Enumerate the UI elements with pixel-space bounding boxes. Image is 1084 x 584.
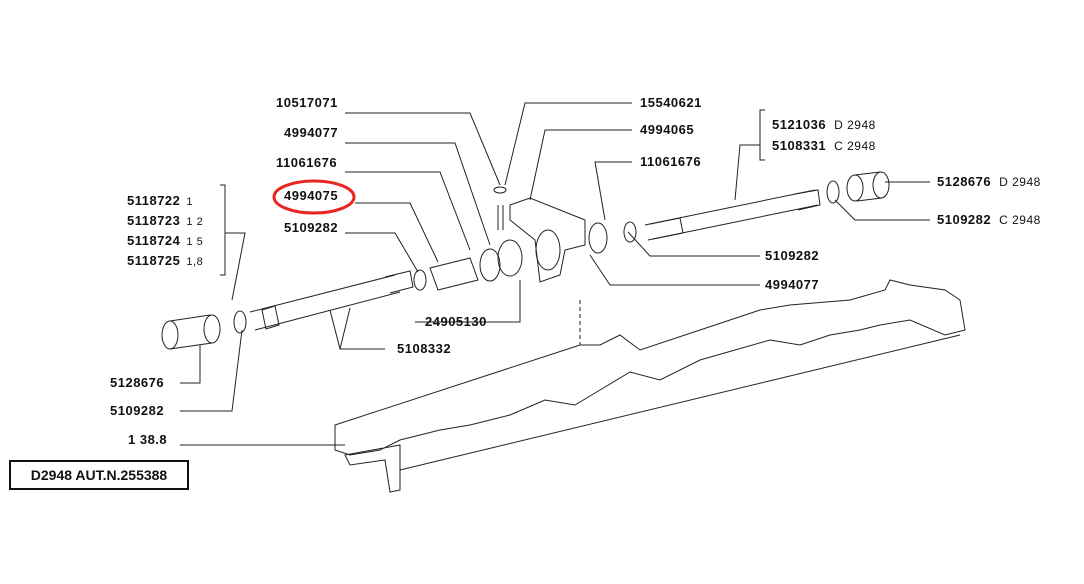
leader-line — [345, 142, 491, 246]
frame-rail-edge — [399, 334, 961, 471]
part-code: 5118723 — [127, 213, 181, 228]
part-label: 5109282 — [765, 248, 820, 263]
leader-line — [834, 199, 930, 221]
shaft-option: 5118724 1 5 — [127, 234, 203, 249]
part-code: 5109282 — [937, 212, 992, 227]
part-label: 10517071 — [276, 95, 338, 110]
part-note: 1 — [186, 196, 194, 208]
bushing — [872, 171, 890, 199]
bolt — [497, 205, 504, 230]
shaft — [249, 274, 401, 331]
part-label: 5128676 — [110, 375, 165, 390]
part-label: 5128676 D 2948 — [937, 174, 1041, 190]
snap-ring — [826, 180, 840, 204]
part-label: 5109282 — [110, 403, 165, 418]
part-label: 15540621 — [640, 95, 702, 110]
leader-line — [345, 232, 419, 273]
part-note: 1,8 — [186, 256, 204, 268]
part-code: 5118725 — [127, 253, 181, 268]
leader-line — [345, 171, 471, 251]
part-note: C 2948 — [999, 213, 1041, 227]
model-tag: D2948 AUT.N.255388 — [9, 460, 189, 490]
snap-ring — [623, 221, 637, 243]
part-label: 11061676 — [640, 154, 702, 169]
part-label: 5108332 — [397, 341, 452, 356]
leader-line — [180, 329, 243, 412]
shaft-option: 5108331 C 2948 — [772, 138, 876, 154]
sleeve — [429, 257, 479, 291]
bracket — [734, 109, 765, 201]
bushing — [161, 320, 179, 350]
leader-line — [594, 161, 632, 221]
bushing — [203, 314, 221, 344]
shaft-option: 5118725 1,8 — [127, 254, 203, 269]
leader-line — [504, 102, 632, 186]
shaft-spline — [384, 270, 414, 294]
leader-line — [529, 129, 632, 201]
bracket-bore — [535, 229, 561, 271]
leader-line — [329, 307, 385, 350]
bracket — [220, 184, 246, 301]
leader-line — [355, 202, 439, 263]
part-note: 1 2 — [186, 216, 204, 228]
support-bracket — [509, 197, 586, 283]
shaft-spline — [261, 305, 280, 330]
part-label: 4994077 — [284, 125, 339, 140]
leader-line — [589, 254, 760, 286]
shaft-spline — [794, 189, 821, 211]
part-code: 5118722 — [127, 193, 181, 208]
leader-line — [415, 280, 521, 323]
shaft-spline — [649, 217, 684, 240]
part-label: 4994077 — [765, 277, 820, 292]
part-code: 5108331 — [772, 138, 827, 153]
leader-line — [345, 112, 501, 186]
part-code: 5128676 — [937, 174, 992, 189]
frame-rail — [334, 279, 966, 456]
highlight-circle — [272, 179, 356, 215]
part-label: 24905130 — [425, 314, 487, 329]
part-label-highlighted: 4994075 — [284, 188, 339, 203]
part-note: D 2948 — [999, 175, 1041, 189]
shaft-option: 5121036 D 2948 — [772, 117, 876, 133]
part-note: 1 5 — [186, 236, 204, 248]
snap-ring — [413, 269, 427, 291]
part-label: 11061676 — [276, 155, 338, 170]
frame-end-plate — [344, 444, 401, 493]
part-code: 5118724 — [127, 233, 181, 248]
part-note: C 2948 — [834, 139, 876, 153]
bushing — [169, 314, 213, 350]
washer — [493, 186, 507, 194]
bushing — [854, 171, 883, 202]
part-label: 1 38.8 — [128, 432, 168, 447]
snap-ring — [233, 310, 247, 334]
part-label: 5109282 C 2948 — [937, 212, 1041, 228]
part-label: 4994065 — [640, 122, 695, 137]
bushing — [846, 174, 864, 202]
shaft-option: 5118722 1 — [127, 194, 193, 209]
shaft-option: 5118723 1 2 — [127, 214, 203, 229]
part-label: 5109282 — [284, 220, 339, 235]
part-note: D 2948 — [834, 118, 876, 132]
part-code: 5121036 — [772, 117, 827, 132]
leader-line — [180, 345, 201, 384]
shaft — [644, 189, 819, 241]
bearing — [497, 239, 523, 277]
ring — [479, 248, 501, 282]
leader-line — [627, 231, 760, 257]
ring — [588, 222, 608, 254]
